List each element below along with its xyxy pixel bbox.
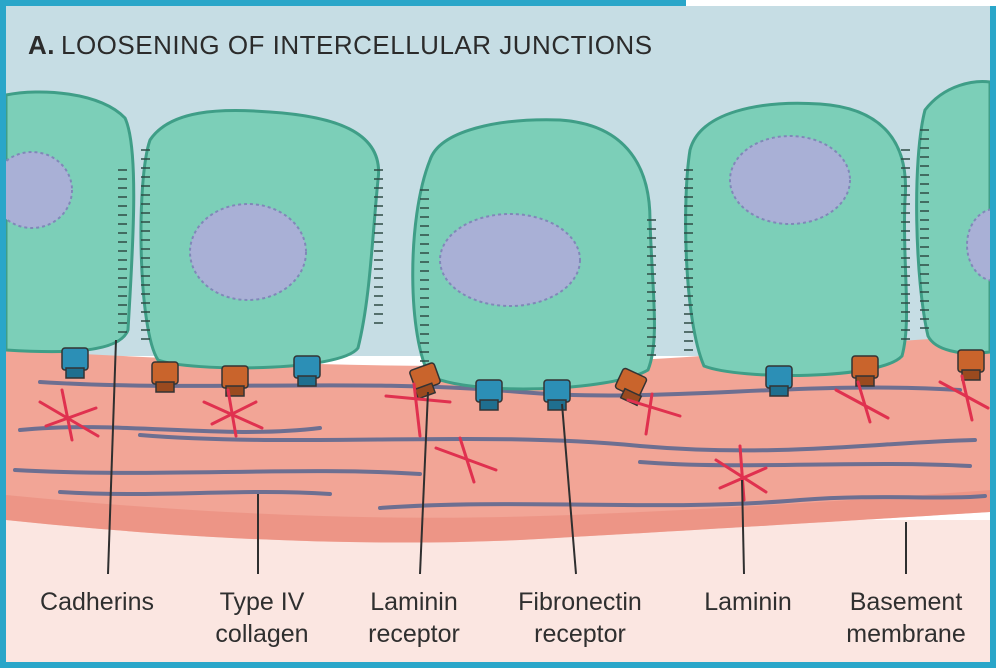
label-laminin-receptor: Laminin receptor bbox=[368, 586, 460, 650]
laminin-receptor-mark bbox=[222, 366, 248, 396]
label-basement-membrane: Basement membrane bbox=[846, 586, 966, 650]
cell-4 bbox=[686, 103, 907, 375]
fibronectin-receptor-mark bbox=[294, 356, 320, 386]
cell-3 bbox=[413, 120, 655, 389]
label-line: Laminin bbox=[368, 586, 460, 618]
fibronectin-receptor-mark bbox=[544, 380, 570, 410]
fibronectin-receptor-mark bbox=[62, 348, 88, 378]
nucleus bbox=[190, 204, 306, 300]
nucleus bbox=[730, 136, 850, 224]
label-line: receptor bbox=[368, 618, 460, 650]
fibronectin-receptor-mark bbox=[476, 380, 502, 410]
panel-letter: A. bbox=[28, 30, 55, 60]
label-type-iv-collagen: Type IV collagen bbox=[215, 586, 308, 650]
fibronectin-receptor-mark bbox=[766, 366, 792, 396]
cell-1 bbox=[0, 92, 134, 352]
label-line: Laminin bbox=[704, 586, 792, 618]
laminin-receptor-mark bbox=[152, 362, 178, 392]
top-cutout bbox=[686, 0, 996, 6]
laminin-receptor-mark bbox=[852, 356, 878, 386]
label-line: Type IV bbox=[215, 586, 308, 618]
label-cadherins: Cadherins bbox=[40, 586, 154, 618]
label-laminin: Laminin bbox=[704, 586, 792, 618]
title-text: LOOSENING OF INTERCELLULAR JUNCTIONS bbox=[61, 30, 653, 60]
label-line: membrane bbox=[846, 618, 966, 650]
label-line: Cadherins bbox=[40, 586, 154, 618]
label-line: Fibronectin bbox=[518, 586, 642, 618]
label-line: collagen bbox=[215, 618, 308, 650]
nucleus bbox=[440, 214, 580, 306]
label-line: Basement bbox=[846, 586, 966, 618]
figure-title: A.LOOSENING OF INTERCELLULAR JUNCTIONS bbox=[28, 30, 653, 61]
cell-2 bbox=[141, 110, 379, 367]
cell-5 bbox=[917, 82, 996, 354]
label-line: receptor bbox=[518, 618, 642, 650]
label-fibronectin-receptor: Fibronectin receptor bbox=[518, 586, 642, 650]
